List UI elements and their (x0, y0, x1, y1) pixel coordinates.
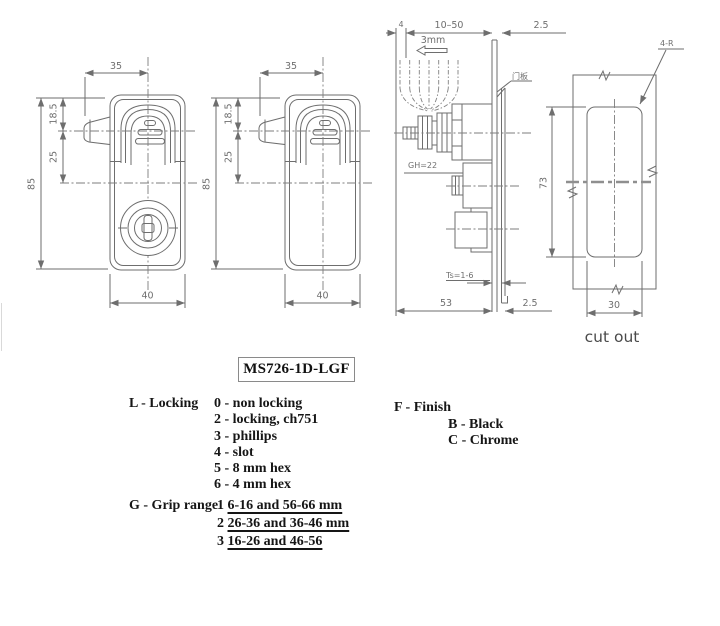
grip-option-num: 3 (217, 534, 224, 549)
break-marks (566, 69, 659, 296)
dim-cutout-corner-radius: 4-R (660, 39, 674, 48)
side-view: 4 10–50 2.5 3mm (386, 20, 566, 316)
mid-fastener (451, 162, 493, 209)
cutout-caption: cut out (585, 328, 640, 346)
finish-label: F - Finish (394, 400, 452, 415)
dim-cutout-width: 30 (608, 300, 620, 311)
grip-range-label: G - Grip range (129, 498, 219, 513)
front-view-nonlocking (202, 57, 373, 308)
locking-label: L - Locking (129, 396, 199, 411)
dim-side-grip-height: GH=22 (408, 161, 437, 170)
finish-options: B - Black C - Chrome (448, 417, 519, 449)
locking-options: 0 - non locking 2 - locking, ch751 3 - p… (214, 396, 318, 494)
front-view-locking (27, 57, 198, 308)
grip-option-num: 1 (217, 498, 224, 513)
scan-edge-artifact (1, 303, 2, 351)
dim-side-grip-range: 10–50 (435, 20, 464, 31)
grip-range-option: 3 16-26 and 46-56 (217, 533, 349, 551)
door-panel-plates (491, 39, 508, 312)
locking-option: 3 - phillips (214, 428, 278, 444)
dim-side-travel: 3mm (421, 35, 446, 46)
grip-range-options: 1 6-16 and 56-66 mm 2 26-36 and 36-46 mm… (217, 497, 349, 551)
dim-cutout-height: 73 (539, 177, 550, 189)
finish-option: B - Black (448, 417, 504, 432)
grip-option-range: 16-26 and 46-56 (227, 534, 323, 549)
locking-option: 0 - non locking (214, 396, 303, 411)
finish-option: C - Chrome (448, 433, 519, 448)
grip-range-option: 1 6-16 and 56-66 mm (217, 497, 349, 515)
key-cylinder (118, 200, 178, 256)
locking-option: 4 - slot (214, 444, 254, 460)
grip-position-fan (399, 60, 459, 112)
panel-label: 门板 (512, 71, 528, 81)
grip-option-num: 2 (217, 516, 224, 531)
cutout-view: 73 30 4-R cut out (539, 39, 684, 346)
dim-side-rear-gap: 2.5 (533, 20, 548, 31)
locking-option: 5 - 8 mm hex (214, 461, 291, 477)
model-code-box: MS726-1D-LGF (238, 357, 355, 382)
travel-arrow-icon (415, 45, 448, 56)
grip-option-range: 6-16 and 56-66 mm (227, 498, 343, 513)
locking-option: 6 - 4 mm hex (214, 477, 291, 493)
dim-side-depth: 53 (440, 298, 452, 309)
dim-side-panel-thickness: Ts=1-6 (445, 271, 474, 280)
dim-side-panel-min: 4 (398, 20, 403, 29)
grip-range-option: 2 26-36 and 36-46 mm (217, 515, 349, 533)
lock-cylinder-housing (454, 207, 493, 253)
grip-option-range: 26-36 and 36-46 mm (227, 516, 350, 531)
dim-side-offset: 2.5 (522, 298, 537, 309)
grip-bolt-assembly (402, 103, 493, 161)
locking-option: 2 - locking, ch751 (214, 412, 319, 428)
